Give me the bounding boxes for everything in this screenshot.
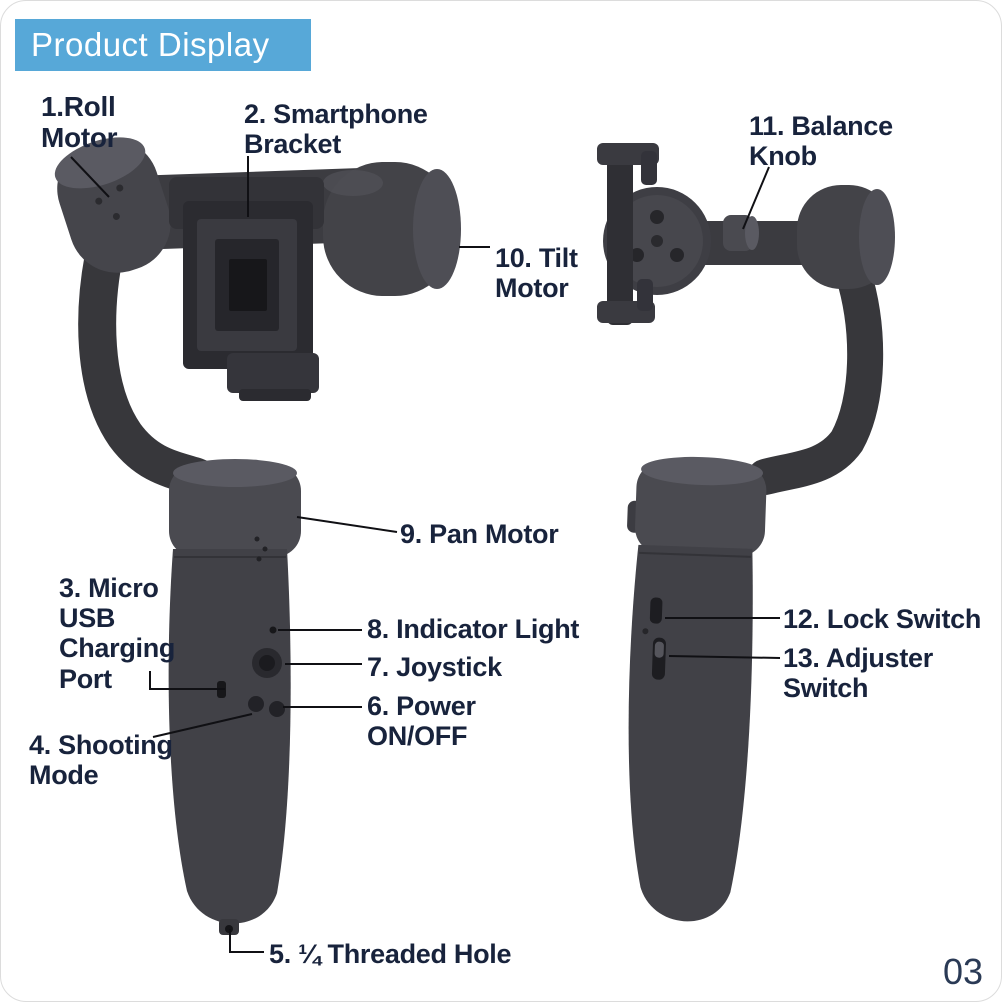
- side-motor-part: [797, 185, 895, 289]
- leader-balance-knob: [742, 166, 770, 230]
- leader-roll-motor: [70, 156, 110, 198]
- callout-micro-usb-port: 3. Micro USB Charging Port: [59, 573, 176, 694]
- smartphone-bracket-part: [169, 177, 324, 401]
- gimbal-front-view: [54, 137, 461, 935]
- callout-indicator-light: 8. Indicator Light: [367, 614, 580, 644]
- balance-knob-part: [723, 215, 759, 251]
- callout-pan-motor: 9. Pan Motor: [400, 519, 559, 549]
- callout-threaded-hole: 5. ¼ Threaded Hole: [269, 939, 512, 969]
- side-arm: [747, 255, 884, 495]
- leader-pan-motor: [296, 516, 398, 533]
- shooting-mode-button-part: [248, 696, 264, 712]
- callout-joystick: 7. Joystick: [367, 652, 502, 682]
- power-button-part: [269, 701, 285, 717]
- callout-roll-motor: 1.Roll Motor: [41, 91, 118, 154]
- header-banner: Product Display: [15, 19, 311, 71]
- callout-power-on-off: 6. Power ON/OFF: [367, 691, 476, 752]
- page-title: Product Display: [31, 26, 270, 63]
- callout-tilt-motor: 10. Tilt Motor: [495, 243, 578, 304]
- callout-adjuster-switch: 13. Adjuster Switch: [783, 643, 933, 704]
- lock-switch-part: [649, 597, 663, 624]
- pan-motor-part: [169, 465, 301, 557]
- leader-lines: [70, 156, 781, 953]
- phone-clamp-side-part: [597, 143, 659, 325]
- leader-adjuster-switch: [668, 655, 781, 659]
- leader-threaded-hole: [229, 929, 264, 953]
- handle-front-part: [168, 459, 301, 935]
- tilt-motor-part: [323, 162, 461, 296]
- indicator-light-part: [269, 626, 277, 634]
- callout-smartphone-bracket: 2. Smartphone Bracket: [244, 99, 428, 160]
- leader-micro-usb: [149, 671, 225, 690]
- callout-balance-knob: 11. Balance Knob: [749, 111, 893, 172]
- callout-shooting-mode: 4. Shooting Mode: [29, 730, 173, 791]
- callout-lock-switch: 12. Lock Switch: [783, 604, 982, 634]
- handle-side-part: [627, 456, 767, 922]
- front-arm: [78, 222, 216, 496]
- gimbal-side-view: [597, 143, 895, 922]
- leader-shooting-mode: [152, 713, 253, 738]
- page-number: 03: [942, 951, 983, 992]
